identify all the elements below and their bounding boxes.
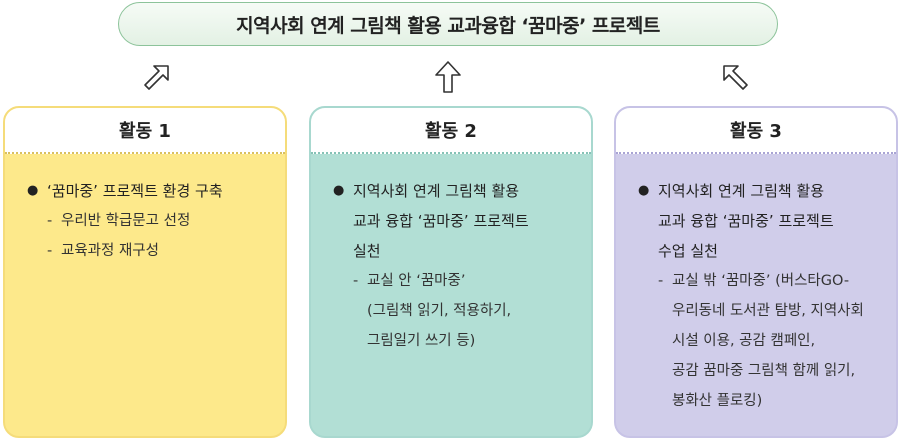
sub-item: -우리반 학급문고 선정 (47, 213, 191, 229)
activity-body: ● 지역사회 연계 그림책 활용 교과 융합 ‘꿈마중’ 프로젝트 실천 -교실… (311, 154, 591, 356)
activity-body: ● 지역사회 연계 그림책 활용 교과 융합 ‘꿈마중’ 프로젝트 수업 실천 … (616, 154, 896, 416)
diagonal-up-left-arrow-icon (723, 65, 748, 90)
list-item: ● ‘꿈마중’ 프로젝트 환경 구축 (27, 176, 271, 206)
up-arrow-icon (435, 61, 461, 93)
activity-card-1: 활동 1 ● ‘꿈마중’ 프로젝트 환경 구축 -우리반 학급문고 선정 -교육… (3, 106, 287, 438)
diagonal-up-right-arrow-icon (144, 65, 169, 90)
sub-item: -교실 밖 ‘꿈마중’ (버스타GO- (658, 273, 850, 289)
project-title-box: 지역사회 연계 그림책 활용 교과융합 ‘꿈마중’ 프로젝트 (118, 2, 778, 46)
bullet-icon: ● (638, 183, 650, 198)
activity-card-2: 활동 2 ● 지역사회 연계 그림책 활용 교과 융합 ‘꿈마중’ 프로젝트 실… (309, 106, 593, 438)
list-item: ● 지역사회 연계 그림책 활용 (333, 176, 577, 206)
activity-header-label: 활동 3 (730, 121, 782, 142)
activity-header: 활동 2 (311, 108, 591, 154)
list-item: ● 지역사회 연계 그림책 활용 (638, 176, 882, 206)
activity-header: 활동 1 (5, 108, 285, 154)
bullet-icon: ● (333, 183, 345, 198)
activity-header-label: 활동 2 (425, 121, 477, 142)
activity-body: ● ‘꿈마중’ 프로젝트 환경 구축 -우리반 학급문고 선정 -교육과정 재구… (5, 154, 285, 266)
sub-item: -교실 안 ‘꿈마중’ (353, 273, 466, 289)
activity-header-label: 활동 1 (119, 121, 171, 142)
activity-header: 활동 3 (616, 108, 896, 154)
sub-item: -교육과정 재구성 (47, 243, 159, 259)
project-title: 지역사회 연계 그림책 활용 교과융합 ‘꿈마중’ 프로젝트 (236, 14, 660, 37)
bullet-icon: ● (27, 183, 39, 198)
activity-card-3: 활동 3 ● 지역사회 연계 그림책 활용 교과 융합 ‘꿈마중’ 프로젝트 수… (614, 106, 898, 438)
